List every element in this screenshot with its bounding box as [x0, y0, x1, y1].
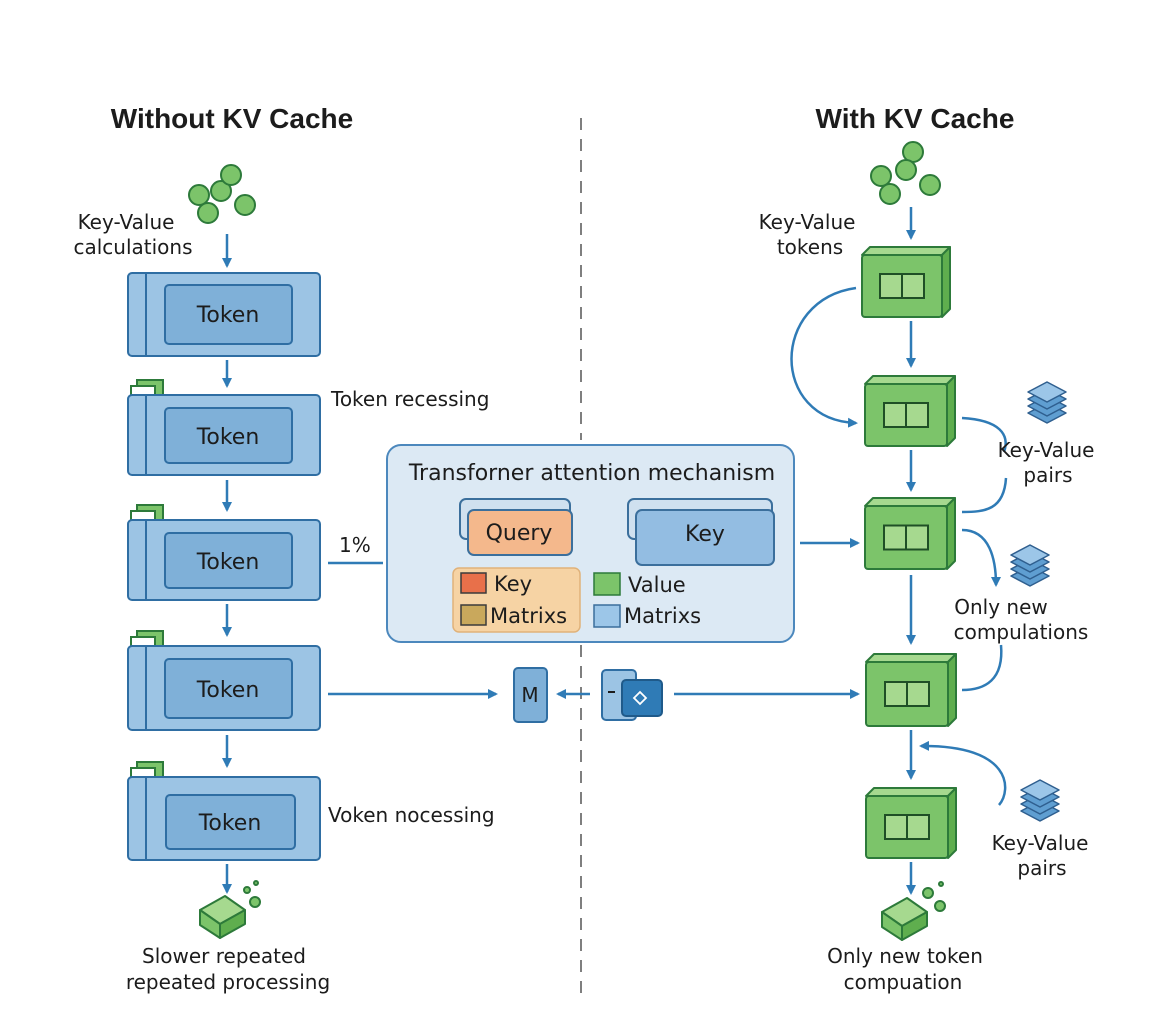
cache-block-2	[864, 375, 956, 447]
legend-swatch-matrix-1	[460, 604, 487, 626]
right-output-label-2: compuation	[844, 970, 963, 994]
cache-lookup-icon	[601, 669, 663, 721]
m-block: M	[513, 667, 548, 723]
token-label-4: Token	[196, 678, 260, 703]
output-cube-icon	[881, 881, 946, 941]
pairs-label-2b: pairs	[1017, 856, 1066, 880]
key-value-coins-icon	[188, 164, 256, 224]
pairs-label-1b: pairs	[1023, 463, 1072, 487]
new-comp-label-1: Only new	[954, 595, 1048, 619]
layer-icons	[1010, 381, 1067, 822]
new-comp-label-2: compulations	[954, 620, 1089, 644]
left-input-label-1: Key-Value	[78, 210, 175, 234]
voken-nocessing-label: Voken nocessing	[328, 803, 495, 827]
legend-label-matrix-2: Matrixs	[624, 604, 701, 628]
cache-block-stack	[861, 246, 957, 859]
token-block-1: Token	[127, 272, 321, 357]
token-block-2: Token	[127, 379, 321, 476]
token-block-4: Token	[127, 630, 321, 731]
token-label-2: Token	[196, 425, 260, 450]
left-input-label-2: calculations	[73, 235, 192, 259]
stacked-layers-icon-3	[1020, 779, 1060, 822]
mechanism-title: Transforner attention mechanism	[408, 461, 775, 486]
legend-swatch-value	[593, 572, 621, 596]
output-cube-icon	[199, 880, 261, 939]
right-input-label-2: tokens	[777, 235, 843, 259]
cache-block-4	[865, 653, 957, 727]
right-output-label-1: Only new token	[827, 944, 983, 968]
cache-block-1	[861, 246, 951, 318]
token-label-3: Token	[196, 550, 260, 575]
token-recessing-label: Token recessing	[330, 387, 489, 411]
legend-swatch-key	[460, 572, 487, 594]
legend-label-value: Value	[628, 573, 686, 597]
left-output-label-2: repeated processing	[126, 970, 330, 994]
attention-mechanism-panel: Transforner attention mechanism Query Ke…	[386, 444, 795, 643]
legend-label-matrix-1: Matrixs	[490, 604, 567, 628]
cache-block-3	[864, 497, 956, 570]
stacked-layers-icon-1	[1027, 381, 1067, 424]
key-label: Key	[685, 522, 725, 547]
right-title: With KV Cache	[816, 103, 1015, 134]
legend-label-key: Key	[494, 572, 532, 596]
left-title: Without KV Cache	[111, 103, 353, 134]
query-label: Query	[486, 521, 553, 546]
token-label-1: Token	[196, 303, 260, 328]
legend-swatch-matrix-2	[593, 604, 621, 628]
pairs-label-1a: Key-Value	[998, 438, 1095, 462]
cache-block-5	[865, 787, 957, 859]
token-label-5: Token	[198, 811, 262, 836]
key-box	[635, 509, 775, 566]
stacked-layers-icon-2	[1010, 544, 1050, 587]
right-input-label-1: Key-Value	[759, 210, 856, 234]
pairs-label-2a: Key-Value	[992, 831, 1089, 855]
key-value-coins-icon	[870, 141, 941, 205]
token-block-5: Token	[127, 761, 321, 861]
query-box	[467, 509, 573, 556]
left-output-label-1: Slower repeated	[142, 944, 306, 968]
m-label: M	[521, 683, 538, 707]
token-block-3: Token	[127, 504, 321, 601]
percent-label: 1%	[339, 533, 371, 557]
